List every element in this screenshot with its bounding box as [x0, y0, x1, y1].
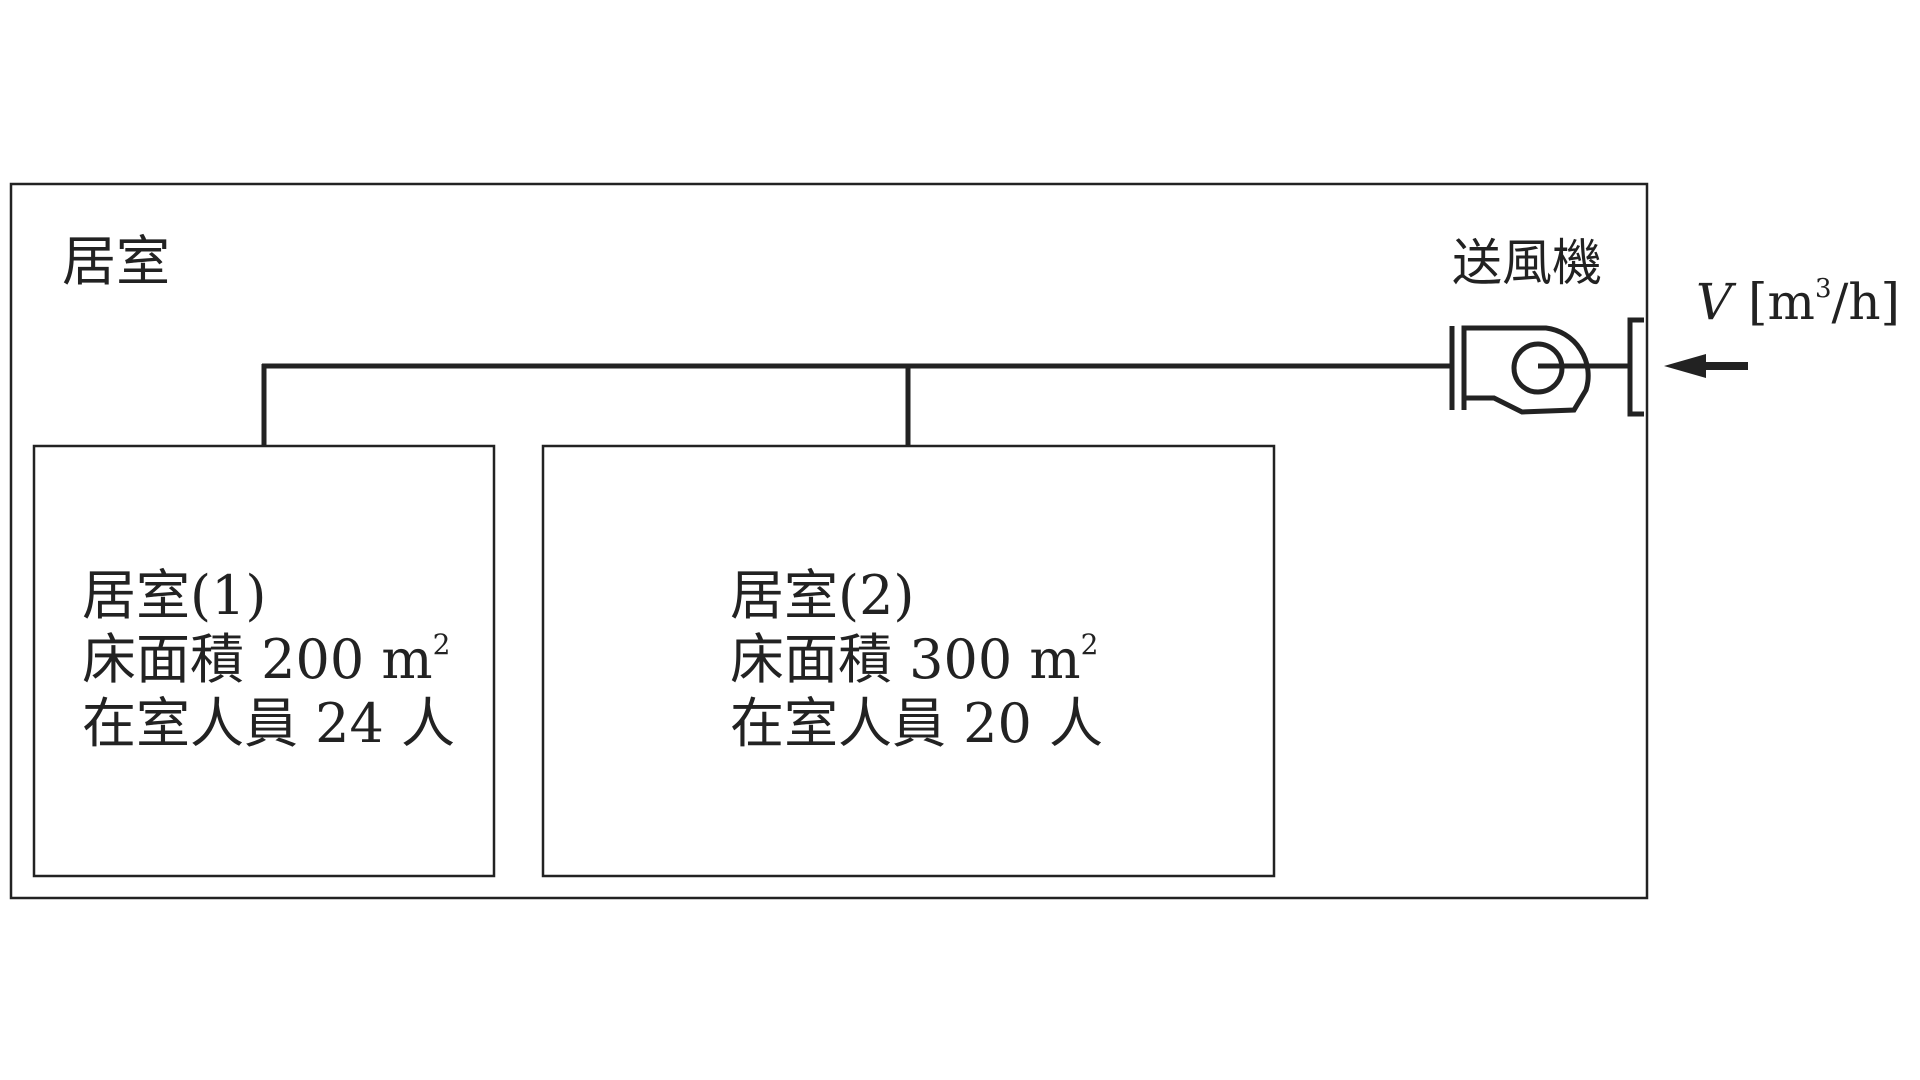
fan-label: 送風機: [1452, 234, 1602, 292]
room-1-name: 居室(1): [82, 564, 267, 627]
room-2-name: 居室(2): [730, 564, 915, 627]
room-2-area: 床面積 300 m2: [730, 628, 1103, 692]
room-1-area: 床面積 200 m2: [82, 628, 455, 692]
room-2-info: 居室(2) 床面積 300 m2 在室人員 20 人: [730, 564, 1103, 756]
outer-room-boundary: [9, 182, 1649, 900]
airflow-unit-suffix: /h]: [1831, 273, 1901, 331]
airflow-variable: V: [1696, 273, 1733, 331]
room-2-area-text: 床面積 300 m: [730, 628, 1081, 691]
room-2-occupants: 在室人員 20 人: [730, 692, 1104, 755]
outer-room-label: 居室: [62, 230, 170, 293]
airflow-unit-superscript: 3: [1814, 274, 1832, 304]
airflow-label: V [m3/h]: [1696, 272, 1900, 332]
inflow-arrow-icon: [1664, 354, 1748, 378]
room-1-occupants: 在室人員 24 人: [82, 692, 456, 755]
room-1-area-text: 床面積 200 m: [82, 628, 433, 691]
room-2-area-superscript: 2: [1080, 628, 1099, 661]
room-1-info: 居室(1) 床面積 200 m2 在室人員 24 人: [82, 564, 455, 756]
fan-icon: [1449, 317, 1644, 417]
airflow-unit-prefix: [m: [1748, 273, 1815, 331]
room-1-area-superscript: 2: [432, 628, 451, 661]
